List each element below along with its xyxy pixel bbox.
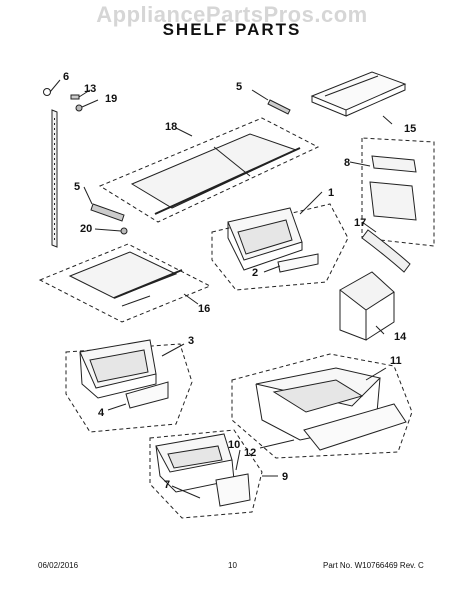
door-bin [349,137,435,247]
lower-glass-shelf [38,243,212,323]
shelf-clip-left [83,186,125,222]
shelf-rail-assembly [43,79,128,248]
upper-crisper-drawer [211,191,349,291]
callout-11: 11 [390,355,402,367]
callout-20: 20 [80,223,92,235]
callout-16: 16 [198,303,210,315]
shelf-clip-top [251,89,291,115]
callout-1: 1 [328,187,334,199]
callout-2: 2 [252,267,258,279]
callout-6: 6 [63,71,69,83]
callout-17: 17 [354,217,366,229]
callout-8: 8 [344,157,350,169]
crisper-divider [339,271,395,341]
footer-part-number: Part No. W10766469 Rev. C [323,561,424,570]
footer-page-number: 10 [228,561,237,570]
pantry-drawer [231,353,413,459]
callout-10: 10 [228,439,240,451]
callout-19: 19 [105,93,117,105]
callout-5-left: 5 [74,181,80,193]
callout-9: 9 [282,471,288,483]
humidity-cover [361,221,411,273]
lower-left-drawer [65,339,193,433]
callout-14: 14 [394,331,407,343]
callout-3: 3 [188,335,194,347]
callout-7: 7 [164,479,170,491]
page-title: SHELF PARTS [162,20,302,39]
snack-drawer [149,429,278,519]
callout-4: 4 [98,407,105,419]
callout-labels: 6 13 19 5 18 15 8 5 1 17 20 2 16 14 3 11… [63,71,416,491]
glass-shelf [98,117,320,223]
watermark: AppliancePartsPros.com [96,2,368,27]
callout-15: 15 [404,123,416,135]
footer-date: 06/02/2016 [38,561,79,570]
callout-13: 13 [84,83,96,95]
callout-18: 18 [165,121,177,133]
slide-out-shelf [310,71,407,125]
callout-12: 12 [244,447,256,459]
callout-5-top: 5 [236,81,242,93]
